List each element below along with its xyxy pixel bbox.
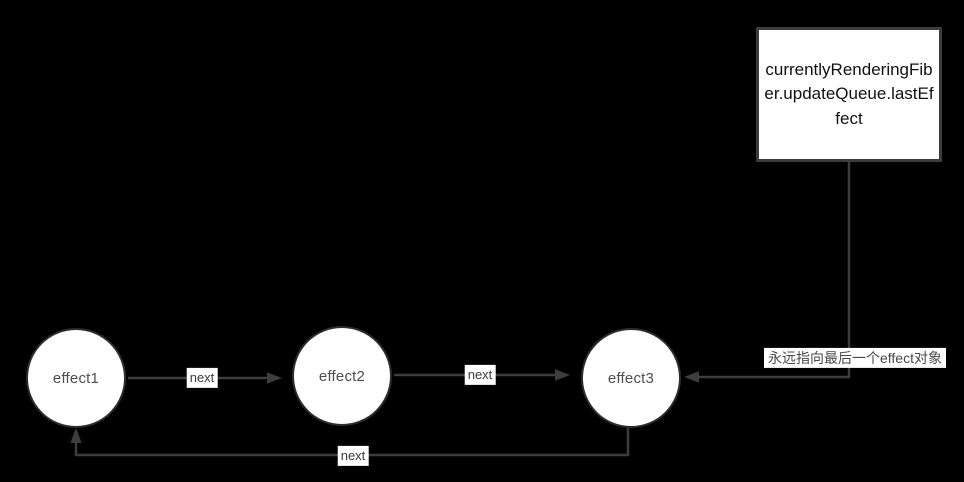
node-effect1: effect1: [26, 328, 126, 428]
node-effect3-label: effect3: [607, 369, 655, 387]
edge-label-next-1: next: [186, 367, 218, 389]
annotation-last-effect-note: 永远指向最后一个effect对象: [764, 347, 946, 369]
node-effect1-label: effect1: [52, 369, 100, 387]
edge-lasteffect-pointer: [684, 162, 851, 383]
last-effect-pointer-box: currentlyRenderingFiber.updateQueue.last…: [756, 27, 942, 162]
edge-label-next-3: next: [337, 445, 369, 467]
arrowhead-up-icon: [70, 428, 82, 443]
arrowhead-right-icon: [555, 369, 570, 381]
last-effect-pointer-label: currentlyRenderingFiber.updateQueue.last…: [764, 59, 934, 128]
node-effect2-label: effect2: [318, 367, 366, 385]
node-effect2: effect2: [292, 326, 392, 426]
arrowhead-left-icon: [684, 371, 699, 383]
node-effect3: effect3: [581, 328, 681, 428]
arrowhead-right-icon: [267, 372, 282, 384]
edge-label-next-2: next: [464, 364, 496, 386]
